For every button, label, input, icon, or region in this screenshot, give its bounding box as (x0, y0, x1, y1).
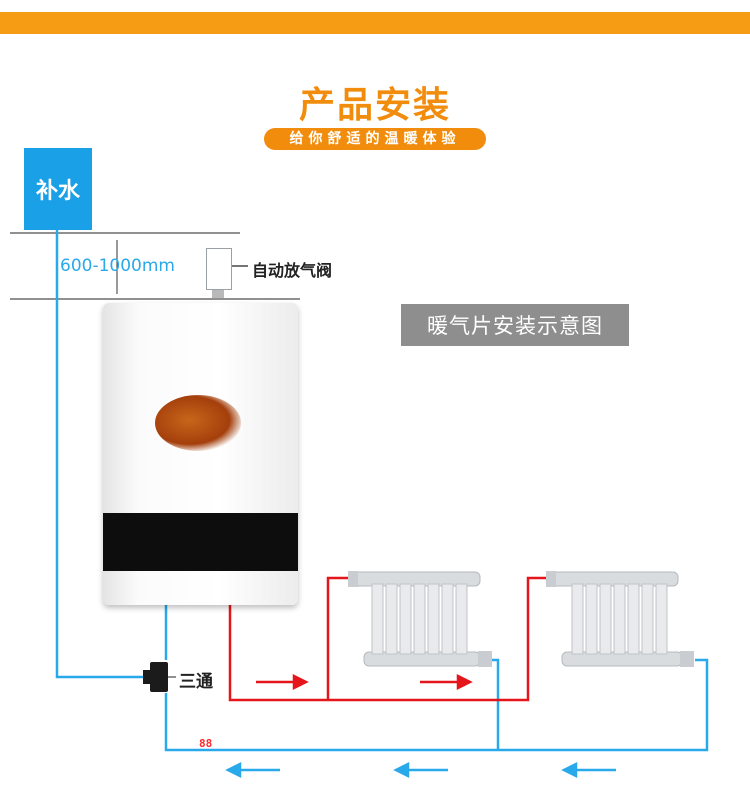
hot-branch-1 (326, 576, 350, 700)
return-main-pipe (164, 658, 709, 752)
wall-boiler: 88 (103, 303, 298, 750)
page-title: 产品安装 (298, 85, 451, 126)
hot-flow-arrow (256, 673, 309, 691)
return-flow-arrow (393, 761, 448, 779)
air-vent-label: 自动放气阀 (252, 261, 333, 280)
supply-pipe (55, 228, 150, 679)
distance-label: 600-1000mm (60, 256, 175, 276)
tee-label: 三通 (179, 672, 213, 692)
water-supply-label: 补水 (35, 179, 80, 204)
return-flow-arrow (561, 761, 616, 779)
boiler-control-panel: 88 (103, 513, 298, 750)
tee-body (150, 662, 168, 692)
hot-main-pipe (228, 576, 548, 702)
page-subtitle: 给你舒适的温暖体验 (264, 128, 486, 150)
return-branch-1 (491, 658, 500, 750)
top-banner (0, 12, 750, 34)
boiler-display: 88 (199, 737, 213, 750)
tee-branch (143, 670, 153, 684)
diagram-caption-text: 暖气片安装示意图 (427, 314, 603, 338)
vent-nut (212, 290, 224, 298)
radiator-1 (348, 571, 492, 667)
water-supply-box: 补水 (24, 148, 92, 230)
return-flow-arrow (225, 761, 280, 779)
radiator-2 (546, 571, 694, 667)
diagram-caption: 暖气片安装示意图 (401, 304, 629, 346)
air-vent-valve (206, 248, 232, 290)
hot-flow-arrow (420, 673, 473, 691)
boiler-badge (155, 395, 241, 451)
